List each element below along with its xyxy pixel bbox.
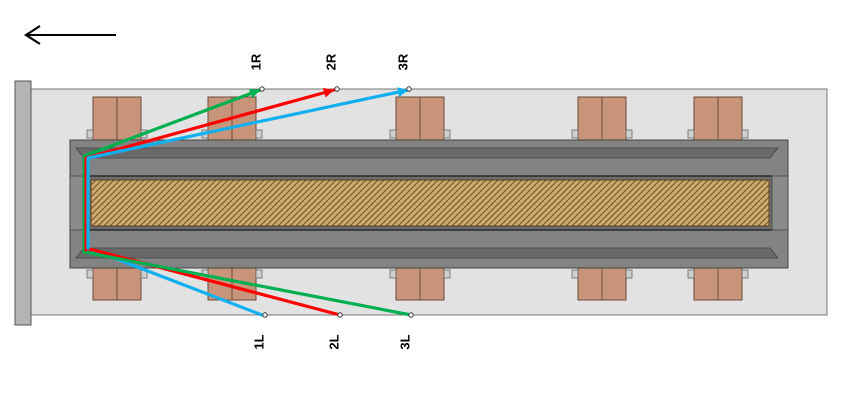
support-block — [389, 96, 451, 141]
anchor-3l: 3L — [397, 312, 414, 350]
anchor-ring-icon — [262, 312, 268, 318]
anchor-3r: 3R — [395, 53, 412, 92]
arrow-left-icon — [23, 25, 116, 45]
strap-3r — [86, 87, 410, 250]
anchor-ring-icon — [406, 86, 412, 92]
anchor-label: 1L — [251, 334, 266, 349]
front-end-plate — [14, 80, 32, 326]
support-block — [571, 267, 633, 301]
anchor-ring-icon — [408, 312, 414, 318]
end-cap-right — [771, 175, 789, 231]
beam-top-bevel — [75, 147, 779, 159]
anchor-ring-icon — [259, 86, 265, 92]
strap-2r — [84, 87, 336, 252]
anchor-points: 1R 2R 3R 1L 2L 3L — [248, 53, 414, 350]
lashing-straps — [82, 87, 413, 317]
anchor-2l: 2L — [326, 312, 343, 350]
support-block — [86, 267, 148, 301]
strap-arrow-icon — [248, 88, 260, 99]
strap-arrow-icon — [323, 87, 334, 98]
beam-assembly — [69, 139, 789, 269]
anchor-ring-icon — [334, 86, 340, 92]
anchor-label: 2L — [326, 334, 341, 349]
anchor-label: 3L — [397, 334, 412, 349]
anchor-ring-icon — [337, 312, 343, 318]
anchor-2r: 2R — [323, 53, 340, 92]
anchor-1r: 1R — [248, 53, 265, 92]
anchor-1l: 1L — [251, 312, 268, 350]
support-block — [389, 267, 451, 301]
anchor-label: 3R — [395, 53, 410, 70]
support-block — [571, 96, 633, 141]
support-block — [687, 267, 749, 301]
support-block — [687, 96, 749, 141]
strap-arrow-icon — [397, 87, 408, 97]
anchor-label: 1R — [248, 53, 263, 70]
beam-core — [90, 179, 770, 227]
beam-bottom-bevel — [75, 247, 779, 259]
support-block — [86, 96, 148, 141]
strap-1r — [82, 88, 262, 254]
anchor-label: 2R — [323, 53, 338, 70]
